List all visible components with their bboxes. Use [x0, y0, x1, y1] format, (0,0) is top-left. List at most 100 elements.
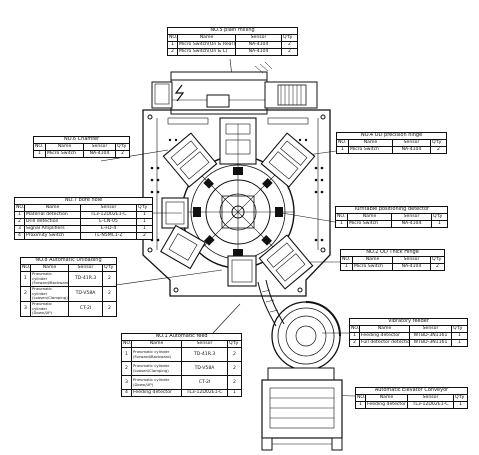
- cell-name: Feeding detector: [359, 332, 410, 340]
- cell-name: Material detection: [24, 211, 81, 219]
- cell-sensor: E-FD-4: [80, 225, 137, 233]
- header-qty: Q'ty: [226, 340, 243, 348]
- header-no: NO.: [14, 204, 25, 212]
- header-qty: Q'ty: [430, 213, 449, 221]
- cell-name: Micro Switch: [348, 146, 393, 154]
- cell-sensor: WTBD-3N1161: [409, 332, 452, 340]
- header-qty: Q'ty: [430, 256, 445, 264]
- table-no2-od-thick-hinge: NO.2 OD Thick Hinge NO. Name Sensor Q'ty…: [340, 249, 445, 271]
- cell-name: Micro Switch(On & Rear): [177, 41, 236, 49]
- header-name: Name: [347, 213, 392, 221]
- cell-sensor: NA-4104: [391, 220, 432, 228]
- table-no5-plain-milling: NO.5 plain milling NO. Name Sensor Q'ty …: [166, 27, 299, 56]
- header-name: Name: [177, 34, 236, 42]
- cell-qty: 2: [280, 41, 299, 49]
- cell-sensor: E-CN-05: [80, 218, 137, 226]
- cell-name: Proximity Switch: [24, 232, 81, 240]
- cell-no: 4: [14, 232, 25, 240]
- cell-qty: 1: [450, 339, 469, 347]
- spindle-unit-upper-left: [162, 132, 218, 188]
- table-title: NO.8 Automatic Unloading: [20, 257, 117, 265]
- cell-qty: 1: [430, 220, 449, 228]
- table-no4-od-precision-hinge: NO.4 OD precision hinge NO. Name Sensor …: [335, 132, 448, 154]
- header-sensor: Sensor: [392, 256, 431, 264]
- cell-name: Pneumatic cylinder (Loosen/Clamping): [30, 286, 69, 302]
- cell-sensor: NA-4104: [235, 41, 282, 49]
- header-name: Name: [348, 139, 393, 147]
- header-sensor: Sensor: [409, 325, 452, 333]
- table-title: NO.6 Chamfer: [32, 136, 131, 144]
- cell-name: Micro Switch: [347, 220, 392, 228]
- spindle-unit-lower-right: [258, 234, 314, 290]
- milling-head: [151, 61, 318, 115]
- cell-name: Pneumatic cylinder (Forward/Backward): [131, 347, 182, 362]
- feed-chute: [257, 279, 285, 327]
- header-sensor: Sensor: [391, 213, 432, 221]
- table-title: Vibratory feeder: [348, 318, 469, 326]
- header-sensor: Sensor: [181, 340, 228, 348]
- header-sensor: Sensor: [83, 143, 116, 151]
- cell-sensor: TL3-12D02E1-C: [181, 389, 228, 397]
- cell-no: 2: [20, 286, 31, 302]
- cell-no: 1: [335, 220, 348, 228]
- header-name: Name: [30, 264, 69, 272]
- cell-name: Drill detection: [24, 218, 81, 226]
- elevator-conveyor: [261, 367, 343, 451]
- table-no6-chamfer: NO.6 Chamfer NO. Name Sensor Q'ty 1 Micr…: [32, 136, 131, 158]
- header-no: NO.: [33, 143, 46, 151]
- feeding-unit: [227, 255, 257, 287]
- cell-qty: 2: [226, 347, 243, 362]
- table-title: NO.1 Automatic feed: [120, 333, 243, 341]
- unloading-unit: [160, 224, 206, 270]
- table-no7-bore-hole: NO.7 bore hole NO. Name Sensor Q'ty 1 Ma…: [14, 197, 153, 240]
- cell-no: 1: [167, 41, 178, 49]
- cell-qty: 1: [136, 211, 153, 219]
- plate-holes: [150, 138, 324, 242]
- header-qty: Q'ty: [102, 264, 117, 272]
- cell-sensor: NA-4104: [83, 150, 116, 158]
- table-no8-automatic-unloading: NO.8 Automatic Unloading NO. Name Sensor…: [20, 257, 117, 317]
- header-name: Name: [359, 325, 410, 333]
- cell-no: 1: [355, 401, 366, 409]
- cell-no: 1: [20, 271, 31, 287]
- cell-sensor: NA-4104: [235, 48, 282, 56]
- cell-no: 1: [349, 332, 360, 340]
- cell-sensor: TD-V58A: [68, 286, 103, 302]
- header-name: Name: [24, 204, 81, 212]
- cell-qty: 2: [226, 361, 243, 376]
- cell-sensor: CT-2I: [181, 375, 228, 390]
- cell-no: 4: [121, 389, 132, 397]
- cell-qty: 2: [429, 146, 448, 154]
- table-title: Turntable positioning detector: [334, 206, 449, 214]
- header-sensor: Sensor: [392, 139, 431, 147]
- cell-qty: 2: [280, 48, 299, 56]
- table-title: NO.7 bore hole: [14, 197, 153, 205]
- cell-qty: 1: [453, 401, 468, 409]
- cell-no: 1: [14, 211, 25, 219]
- cell-no: 3: [20, 301, 31, 317]
- spindle-unit-upper-right: [260, 132, 316, 188]
- header-name: Name: [131, 340, 182, 348]
- cell-sensor: TD-41R.3: [68, 271, 103, 287]
- cell-qty: 2: [102, 271, 117, 287]
- leader-line-turntable: [281, 212, 336, 223]
- turntable-fixtures: [193, 167, 283, 257]
- cell-no: 3: [121, 375, 132, 390]
- cell-sensor: TL3-12D02E1-C: [80, 211, 137, 219]
- cell-sensor: CT-2I: [68, 301, 103, 317]
- cell-qty: 1: [136, 225, 153, 233]
- cell-name: Micro Switch(On & L): [177, 48, 236, 56]
- cell-sensor: NA-4104: [392, 146, 431, 154]
- cell-qty: 2: [102, 301, 117, 317]
- cell-name: Signal Amplifiers: [24, 225, 81, 233]
- cell-name: Feeding detector: [131, 389, 182, 397]
- cell-qty: 2: [102, 286, 117, 302]
- cell-sensor: TL3-12D02E1-C: [407, 401, 454, 409]
- header-no: NO.: [349, 325, 360, 333]
- cell-qty: 2: [114, 150, 131, 158]
- cell-no: 1: [340, 263, 353, 271]
- cell-no: 2: [167, 48, 178, 56]
- cell-qty: 2: [430, 263, 445, 271]
- cell-no: 1: [336, 146, 349, 154]
